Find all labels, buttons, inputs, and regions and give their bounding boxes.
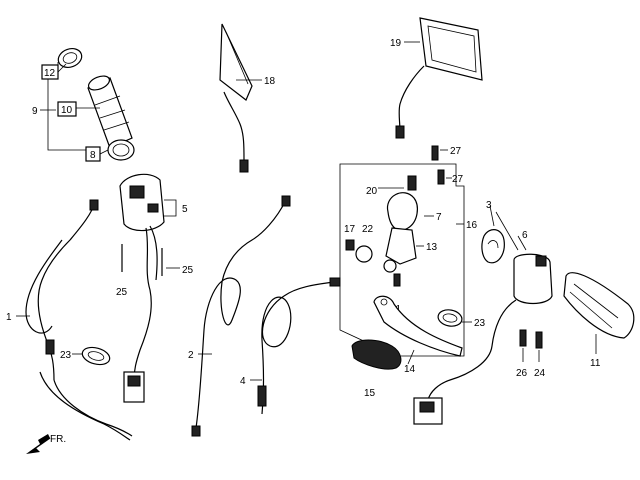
callout-19: 19 bbox=[390, 38, 402, 49]
callout-7: 7 bbox=[436, 212, 442, 223]
throttle-cable-b bbox=[250, 277, 341, 415]
callout-23-right: 23 bbox=[474, 318, 486, 329]
callout-25-right: 25 bbox=[182, 265, 194, 276]
callout-6: 6 bbox=[522, 230, 528, 241]
right-switch-housing bbox=[413, 211, 553, 425]
brake-lever bbox=[373, 295, 463, 365]
callout-26: 26 bbox=[516, 368, 528, 379]
callout-22: 22 bbox=[362, 224, 374, 235]
screws-26-24 bbox=[519, 329, 543, 362]
callout-12: 12 bbox=[44, 68, 56, 79]
callout-24: 24 bbox=[534, 368, 546, 379]
left-mirror bbox=[219, 23, 262, 173]
clutch-cable bbox=[16, 199, 133, 441]
callout-3: 3 bbox=[486, 200, 492, 211]
cable-clamp-left bbox=[72, 346, 111, 366]
callout-14: 14 bbox=[404, 364, 416, 375]
brake-master-cylinder bbox=[345, 175, 434, 287]
right-mirror bbox=[395, 17, 483, 139]
callout-18: 18 bbox=[264, 76, 276, 87]
spring-clip bbox=[481, 205, 505, 264]
screws-27 bbox=[431, 145, 452, 185]
callout-20: 20 bbox=[366, 186, 378, 197]
callout-8: 8 bbox=[90, 150, 96, 161]
callout-17: 17 bbox=[344, 224, 356, 235]
callout-16: 16 bbox=[466, 220, 478, 231]
throttle-grip-group bbox=[40, 47, 135, 162]
callout-25-left: 25 bbox=[116, 287, 128, 298]
cable-clamp-right bbox=[437, 309, 472, 327]
callout-11: 11 bbox=[590, 358, 601, 369]
callout-4: 4 bbox=[240, 376, 246, 387]
left-switch-housing bbox=[119, 173, 177, 403]
callout-2: 2 bbox=[188, 350, 194, 361]
callout-15: 15 bbox=[364, 388, 376, 399]
right-grip bbox=[563, 272, 635, 354]
arrow-down-left-icon bbox=[26, 434, 51, 454]
direction-label: FR. bbox=[50, 434, 66, 445]
callout-27-top: 27 bbox=[450, 146, 462, 157]
callout-1: 1 bbox=[6, 312, 12, 323]
callout-5: 5 bbox=[182, 204, 188, 215]
throttle-cable-a bbox=[191, 195, 291, 437]
lever-cover bbox=[351, 339, 402, 370]
callout-27-bottom: 27 bbox=[452, 174, 464, 185]
callout-10: 10 bbox=[61, 105, 73, 116]
callout-9: 9 bbox=[32, 106, 38, 117]
callout-23-left: 23 bbox=[60, 350, 72, 361]
callout-13: 13 bbox=[426, 242, 438, 253]
brake-lever-group-outline bbox=[339, 163, 465, 357]
